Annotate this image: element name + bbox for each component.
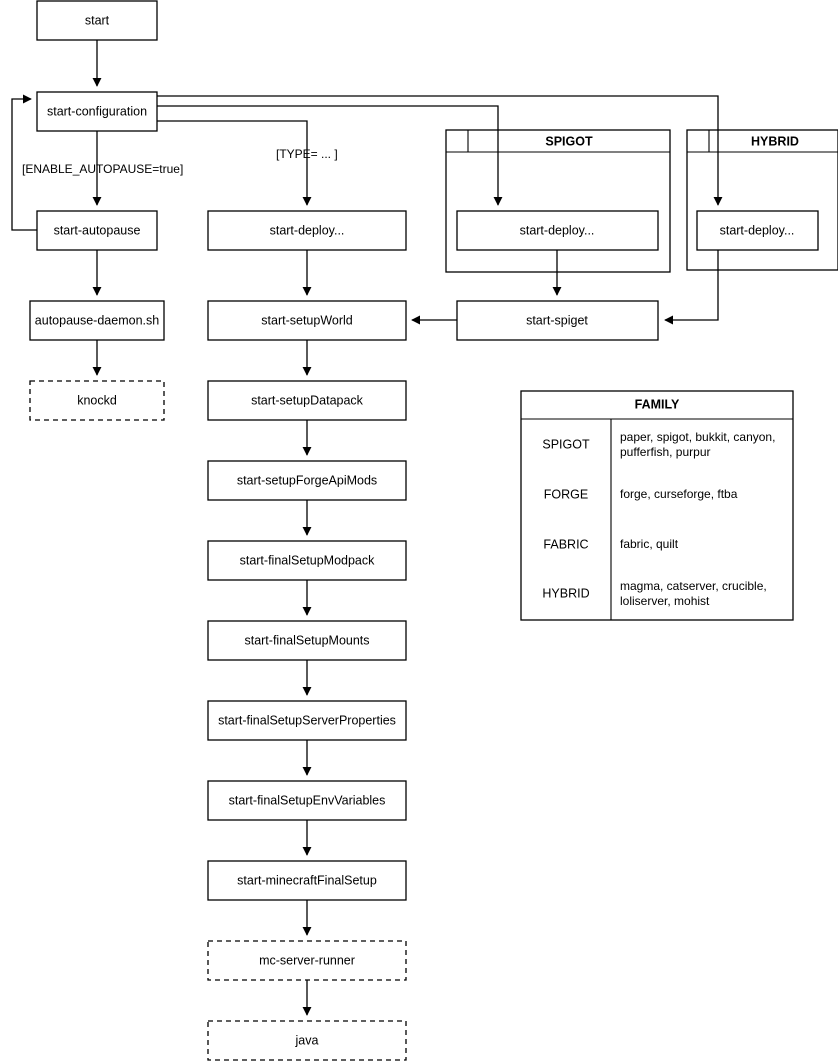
family-table-border	[520, 390, 794, 621]
node-start-finalsetupserverproperties[interactable]: start-finalSetupServerProperties	[207, 700, 407, 741]
node-start-box[interactable]	[36, 0, 158, 41]
node-knockd-box[interactable]	[29, 380, 165, 421]
node-start-finalsetupserverproperties-box[interactable]	[207, 700, 407, 741]
edge-hybrid-deploy-to-spiget	[664, 250, 719, 325]
family-row-key: HYBRID	[542, 586, 589, 600]
family-row-values: forge, curseforge, ftba	[620, 487, 738, 501]
edge-autopause-loopback-configuration	[11, 94, 37, 231]
node-start-minecraftfinalsetup[interactable]: start-minecraftFinalSetup	[207, 860, 407, 901]
node-java[interactable]: java	[207, 1020, 407, 1061]
node-knockd[interactable]: knockd	[29, 380, 165, 421]
family-row-key: FORGE	[544, 487, 588, 501]
family-row-values-line: paper, spigot, bukkit, canyon,	[620, 430, 775, 444]
group-spigot-title: SPIGOT	[545, 134, 593, 148]
node-start-finalsetupenvvariables-box[interactable]	[207, 780, 407, 821]
group-hybrid-box	[686, 129, 838, 271]
node-start-setupforgeapimods-label: start-setupForgeApiMods	[237, 473, 377, 487]
node-knockd-label: knockd	[77, 393, 117, 407]
node-autopause-daemon[interactable]: autopause-daemon.sh	[29, 300, 165, 341]
node-start-finalsetupenvvariables-label: start-finalSetupEnvVariables	[229, 793, 386, 807]
edge-configuration-to-spigot-deploy	[157, 105, 503, 206]
node-start-finalsetupmodpack-box[interactable]	[207, 540, 407, 581]
family-table-title: FAMILY	[635, 397, 680, 411]
edge-label-enable-autopause: [ENABLE_AUTOPAUSE=true]	[22, 162, 183, 176]
node-autopause-daemon-box[interactable]	[29, 300, 165, 341]
node-start-setupdatapack-box[interactable]	[207, 380, 407, 421]
node-start-finalsetupmounts[interactable]: start-finalSetupMounts	[207, 620, 407, 661]
family-row-values-line: fabric, quilt	[620, 537, 679, 551]
node-start-setupworld[interactable]: start-setupWorld	[207, 300, 407, 341]
node-start-deploy-hybrid-label: start-deploy...	[720, 223, 795, 237]
node-autopause-daemon-label: autopause-daemon.sh	[35, 313, 159, 327]
node-start-deploy-main-label: start-deploy...	[270, 223, 345, 237]
node-start-finalsetupmodpack[interactable]: start-finalSetupModpack	[207, 540, 407, 581]
family-row-key: FABRIC	[543, 537, 588, 551]
group-spigot-box	[445, 129, 671, 273]
node-start-deploy-main-box[interactable]	[207, 210, 407, 251]
node-java-box[interactable]	[207, 1020, 407, 1061]
node-start[interactable]: start	[36, 0, 158, 41]
node-mc-server-runner[interactable]: mc-server-runner	[207, 940, 407, 981]
node-start-setupforgeapimods[interactable]: start-setupForgeApiMods	[207, 460, 407, 501]
node-start-configuration-box[interactable]	[36, 91, 158, 132]
edges-layer	[11, 40, 723, 1016]
node-start-setupdatapack[interactable]: start-setupDatapack	[207, 380, 407, 421]
group-hybrid: HYBRID	[686, 129, 838, 271]
family-table-row: FORGE forge, curseforge, ftba	[544, 487, 738, 501]
node-start-spiget-box[interactable]	[456, 300, 659, 341]
family-table-row: SPIGOT paper, spigot, bukkit, canyon, pu…	[542, 430, 779, 459]
node-start-minecraftfinalsetup-box[interactable]	[207, 860, 407, 901]
node-start-spiget-label: start-spiget	[526, 313, 588, 327]
family-row-values-line: forge, curseforge, ftba	[620, 487, 738, 501]
edge-configuration-to-deploy-main	[157, 120, 312, 206]
node-start-finalsetupenvvariables[interactable]: start-finalSetupEnvVariables	[207, 780, 407, 821]
node-start-deploy-spigot-box[interactable]	[456, 210, 659, 251]
node-start-finalsetupserverproperties-label: start-finalSetupServerProperties	[218, 713, 396, 727]
node-java-label: java	[295, 1033, 319, 1047]
node-start-spiget[interactable]: start-spiget	[456, 300, 659, 341]
family-row-key: SPIGOT	[542, 437, 590, 451]
family-row-values: fabric, quilt	[620, 537, 679, 551]
family-row-values: paper, spigot, bukkit, canyon, pufferfis…	[620, 430, 779, 459]
node-start-deploy-spigot[interactable]: start-deploy...	[456, 210, 659, 251]
edge-label-type: [TYPE= ... ]	[276, 147, 338, 161]
node-start-setupdatapack-label: start-setupDatapack	[251, 393, 364, 407]
group-spigot: SPIGOT	[445, 129, 671, 273]
family-row-values-line: loliserver, mohist	[620, 594, 710, 608]
family-row-values-line: pufferfish, purpur	[620, 445, 711, 459]
node-start-finalsetupmodpack-label: start-finalSetupModpack	[240, 553, 376, 567]
node-start-label: start	[85, 13, 110, 27]
node-start-deploy-hybrid[interactable]: start-deploy...	[696, 210, 819, 251]
node-start-finalsetupmounts-label: start-finalSetupMounts	[244, 633, 369, 647]
family-table-row: HYBRID magma, catserver, crucible, lolis…	[542, 579, 770, 608]
node-start-setupworld-label: start-setupWorld	[261, 313, 353, 327]
node-start-deploy-hybrid-box[interactable]	[696, 210, 819, 251]
family-table: FAMILY SPIGOT paper, spigot, bukkit, can…	[520, 390, 794, 621]
node-start-autopause-box[interactable]	[36, 210, 158, 251]
family-row-values-line: magma, catserver, crucible,	[620, 579, 767, 593]
node-start-setupworld-box[interactable]	[207, 300, 407, 341]
node-start-deploy-main[interactable]: start-deploy...	[207, 210, 407, 251]
node-start-finalsetupmounts-box[interactable]	[207, 620, 407, 661]
node-start-configuration-label: start-configuration	[47, 104, 147, 118]
node-mc-server-runner-label: mc-server-runner	[259, 953, 355, 967]
family-table-row: FABRIC fabric, quilt	[543, 537, 678, 551]
node-start-autopause[interactable]: start-autopause	[36, 210, 158, 251]
edge-configuration-to-hybrid-deploy	[157, 95, 723, 206]
node-mc-server-runner-box[interactable]	[207, 940, 407, 981]
node-start-setupforgeapimods-box[interactable]	[207, 460, 407, 501]
group-hybrid-title: HYBRID	[751, 134, 799, 148]
node-start-minecraftfinalsetup-label: start-minecraftFinalSetup	[237, 873, 377, 887]
node-start-configuration[interactable]: start-configuration	[36, 91, 158, 132]
node-start-deploy-spigot-label: start-deploy...	[520, 223, 595, 237]
node-start-autopause-label: start-autopause	[54, 223, 141, 237]
family-row-values: magma, catserver, crucible, loliserver, …	[620, 579, 770, 608]
